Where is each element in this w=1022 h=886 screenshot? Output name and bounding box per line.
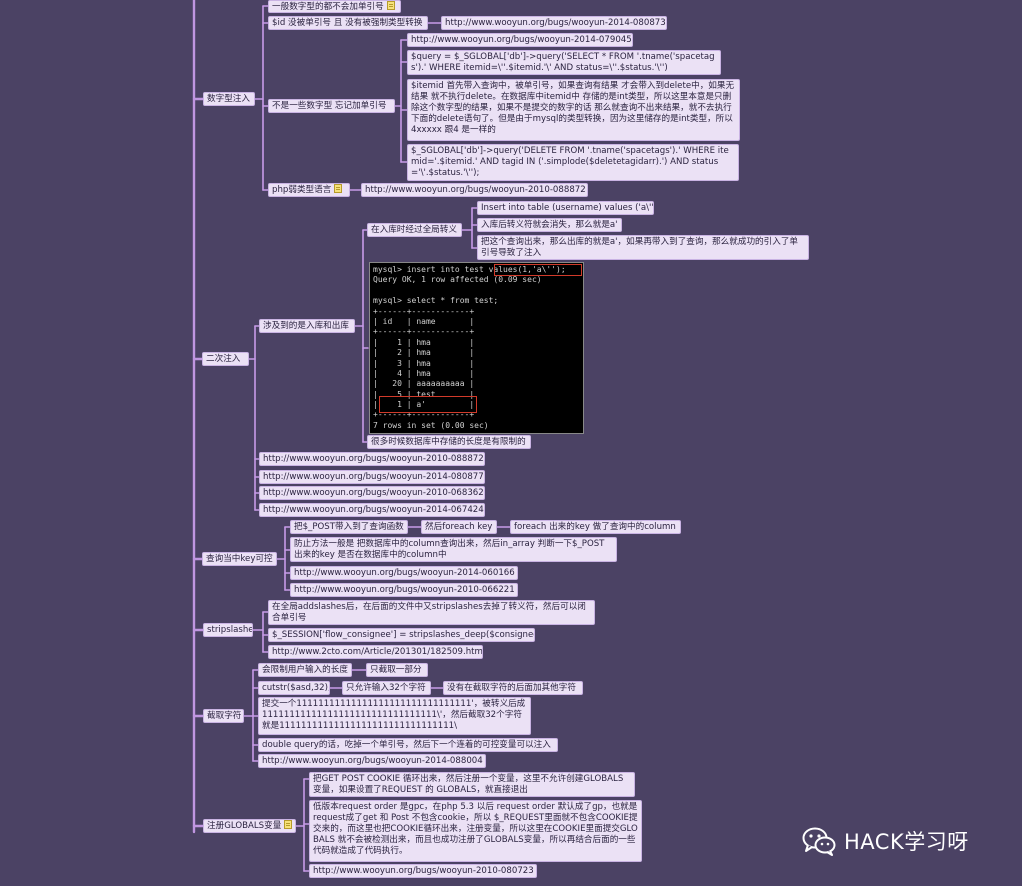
- node-numeric-injection[interactable]: 数字型注入: [203, 92, 255, 106]
- watermark-text: HACK学习呀: [844, 830, 969, 854]
- node-query-code: $query = $_SGLOBAL['db']->query('SELECT …: [407, 50, 721, 75]
- node-foreach-key: 然后foreach key: [421, 520, 497, 534]
- node-delete-code: $_SGLOBAL['db']->query('DELETE FROM '.tn…: [407, 144, 739, 181]
- mysql-terminal-screenshot: mysql> insert into test values(1,'a\'');…: [369, 262, 584, 434]
- terminal-line: +------+------------+: [373, 410, 475, 420]
- node-in-out: 涉及到的是入库和出库: [259, 319, 355, 333]
- node-not-numeric: 不是一些数字型 忘记加单引号: [268, 99, 395, 113]
- node-cut-noquote: 没有在截取字符的后面加其他字符: [443, 681, 583, 695]
- node-cut-limit: 会限制用户输入的长度: [258, 663, 352, 677]
- terminal-line: | 1 | hma |: [373, 337, 475, 347]
- node-after-insert: 入库后转义符就会消失，那么就是a': [477, 218, 622, 232]
- terminal-line: +------+------------+: [373, 327, 475, 337]
- highlight-values: [494, 264, 582, 276]
- link-066221[interactable]: http://www.wooyun.org/bugs/wooyun-2010-0…: [290, 583, 518, 597]
- node-second-injection[interactable]: 二次注入: [202, 352, 249, 366]
- terminal-line: 7 rows in set (0.00 sec): [373, 420, 489, 430]
- terminal-line: | id | name |: [373, 316, 475, 326]
- note-icon: [284, 820, 293, 829]
- node-strip-code: $_SESSION['flow_consignee'] = stripslash…: [268, 628, 535, 642]
- link-068362[interactable]: http://www.wooyun.org/bugs/wooyun-2010-0…: [259, 486, 485, 500]
- node-ordinary-numeric: 一般数字型的都不会加单引号: [268, 0, 401, 13]
- link-2cto[interactable]: http://www.2cto.com/Article/201301/18250…: [268, 645, 483, 659]
- terminal-line: mysql> select * from test;: [373, 296, 499, 306]
- terminal-line: | 2 | hma |: [373, 348, 475, 358]
- node-register-globals[interactable]: 注册GLOBALS变量: [203, 819, 296, 833]
- link-088872-b[interactable]: http://www.wooyun.org/bugs/wooyun-2010-0…: [259, 452, 485, 466]
- node-globals-desc2: 低版本request order 是gpc，在php 5.3 以后 reques…: [309, 800, 642, 862]
- link-067424[interactable]: http://www.wooyun.org/bugs/wooyun-2014-0…: [259, 503, 485, 517]
- node-cut-chars[interactable]: 截取字符: [203, 709, 244, 723]
- terminal-line: +------+------------+: [373, 306, 475, 316]
- link-080873[interactable]: http://www.wooyun.org/bugs/wooyun-2014-0…: [441, 16, 667, 30]
- node-stripslashes[interactable]: stripslashes: [203, 623, 253, 637]
- link-060166[interactable]: http://www.wooyun.org/bugs/wooyun-2014-0…: [290, 566, 518, 580]
- watermark: HACK学习呀: [802, 822, 969, 860]
- terminal-line: | 4 | hma |: [373, 368, 475, 378]
- terminal-line: | 3 | hma |: [373, 358, 475, 368]
- node-post-query: 把$_POST带入到了查询函数: [290, 520, 408, 534]
- node-query-out: 把这个查询出来，那么出库的就是a'，如果再带入到了查询，那么就成功的引入了单引号…: [477, 235, 809, 260]
- terminal-line: [373, 286, 580, 296]
- node-cut-submit: 提交一个11111111111111111111111111111111'，被转…: [258, 697, 531, 735]
- node-php-weak: php弱类型语言: [268, 183, 350, 197]
- node-insert-sql: Insert into table (username) values ('a\…: [477, 201, 654, 215]
- terminal-line: mysql> insert into test values(1,'a\'');: [373, 265, 566, 274]
- node-key-controllable[interactable]: 查询当中key可控: [202, 552, 277, 566]
- note-icon: [386, 1, 395, 10]
- link-088872-a[interactable]: http://www.wooyun.org/bugs/wooyun-2010-0…: [361, 183, 588, 197]
- node-global-escape: 在入库时经过全局转义: [367, 223, 462, 237]
- wechat-icon: [802, 827, 836, 856]
- node-length-limit: 很多时候数据库中存储的长度是有限制的: [367, 435, 531, 449]
- link-080877[interactable]: http://www.wooyun.org/bugs/wooyun-2014-0…: [259, 470, 485, 484]
- note-icon: [334, 184, 343, 193]
- node-double-query: double query的话，吃掉一个单引号，然后下一个连着的可控变量可以注入: [258, 738, 558, 752]
- node-text: php弱类型语言: [272, 185, 332, 195]
- node-strip-desc: 在全局addslashes后，在后面的文件中又stripslashes去掉了转义…: [268, 600, 595, 625]
- node-prevent: 防止方法一般是 把数据库中的column查询出来，然后in_array 判断一下…: [290, 537, 617, 562]
- link-079045[interactable]: http://www.wooyun.org/bugs/wooyun-2014-0…: [407, 33, 633, 47]
- node-cutstr: cutstr($asd,32);: [258, 681, 330, 695]
- terminal-line: | 1 | a' |: [373, 400, 475, 410]
- node-globals-desc1: 把GET POST COOKIE 循环出来，然后注册一个变量，这里不允许创建GL…: [309, 772, 635, 797]
- node-foreach-column: foreach 出来的key 做了查询中的column: [510, 520, 681, 534]
- link-080723[interactable]: http://www.wooyun.org/bugs/wooyun-2010-0…: [309, 864, 537, 878]
- highlight-row-a: [379, 396, 477, 413]
- terminal-line: | 20 | aaaaaaaaaa |: [373, 379, 475, 389]
- node-id-no-quote: $id 没被单引号 且 没有被强制类型转换: [268, 16, 428, 30]
- terminal-line: Query OK, 1 row affected (0.09 sec): [373, 275, 542, 285]
- node-cut-32: 只允许输入32个字符: [342, 681, 431, 695]
- terminal-line: | 5 | test |: [373, 389, 475, 399]
- link-088004[interactable]: http://www.wooyun.org/bugs/wooyun-2014-0…: [258, 754, 486, 768]
- node-itemid-desc: $itemid 首先带入查询中，被单引号，如果查询有结果 才会带入到delete…: [407, 79, 740, 141]
- node-text: 一般数字型的都不会加单引号: [272, 2, 384, 12]
- node-cut-part: 只截取一部分: [366, 663, 428, 677]
- node-text: 注册GLOBALS变量: [207, 821, 282, 831]
